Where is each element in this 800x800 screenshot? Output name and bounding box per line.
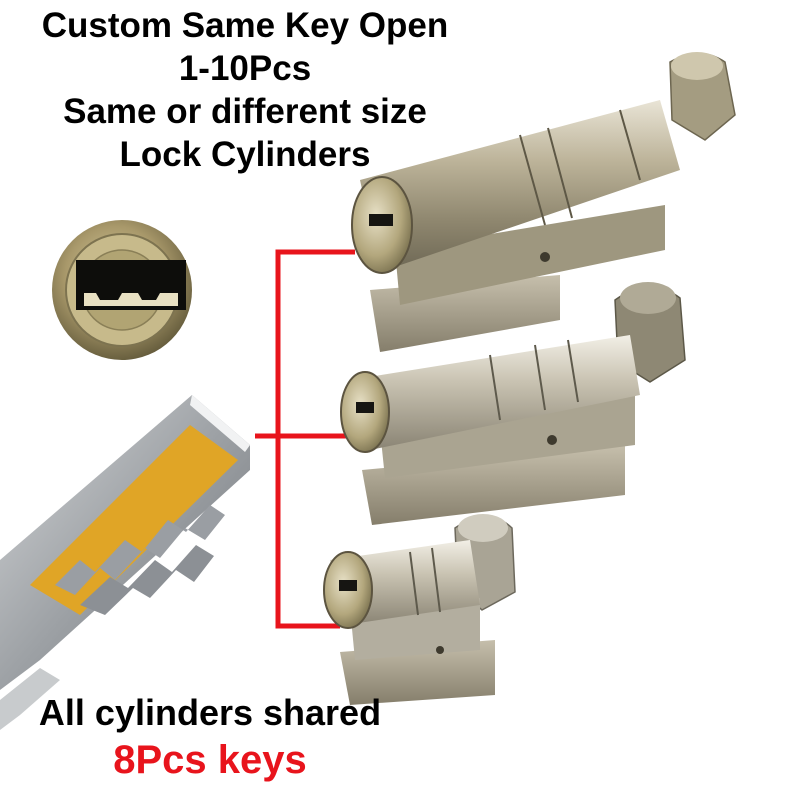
headline: Custom Same Key Open 1-10Pcs Same or dif…: [0, 4, 490, 176]
headline-line-3: Same or different size: [63, 92, 427, 131]
footer-caption: All cylinders shared 8Pcs keys: [0, 690, 420, 784]
lock-cylinder-long-icon: [351, 52, 736, 352]
red-bracket-connector: [255, 249, 355, 629]
key-blade-icon: [0, 395, 250, 730]
keyway-closeup-icon: [52, 220, 192, 360]
footer-line-1: All cylinders shared: [38, 692, 382, 733]
footer-line-2: 8Pcs keys: [113, 738, 307, 782]
headline-line-1: Custom Same Key Open: [41, 6, 449, 45]
lock-cylinder-short-icon: [323, 514, 516, 705]
headline-line-2: 1-10Pcs: [178, 49, 312, 88]
headline-line-4: Lock Cylinders: [119, 135, 371, 174]
lock-cylinder-medium-icon: [340, 282, 686, 525]
